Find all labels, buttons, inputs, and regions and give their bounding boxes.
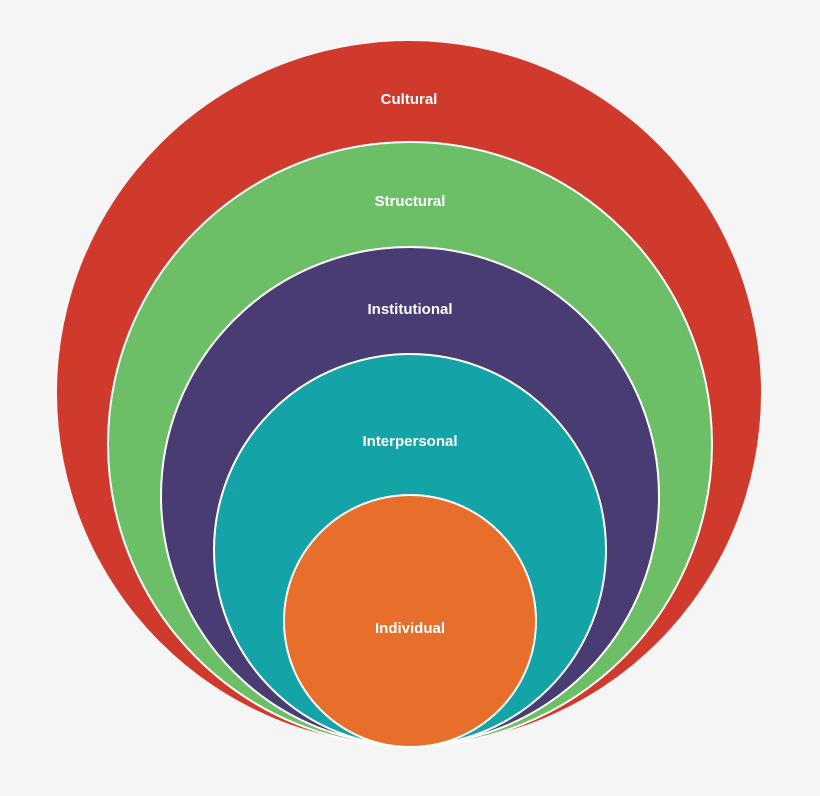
layer-label-individual: Individual bbox=[375, 620, 445, 637]
layer-label-structural: Structural bbox=[375, 193, 446, 210]
layer-label-institutional: Institutional bbox=[368, 301, 453, 318]
layer-label-cultural: Cultural bbox=[381, 91, 438, 108]
layer-label-interpersonal: Interpersonal bbox=[362, 433, 457, 450]
layer-circle-individual bbox=[283, 494, 537, 748]
